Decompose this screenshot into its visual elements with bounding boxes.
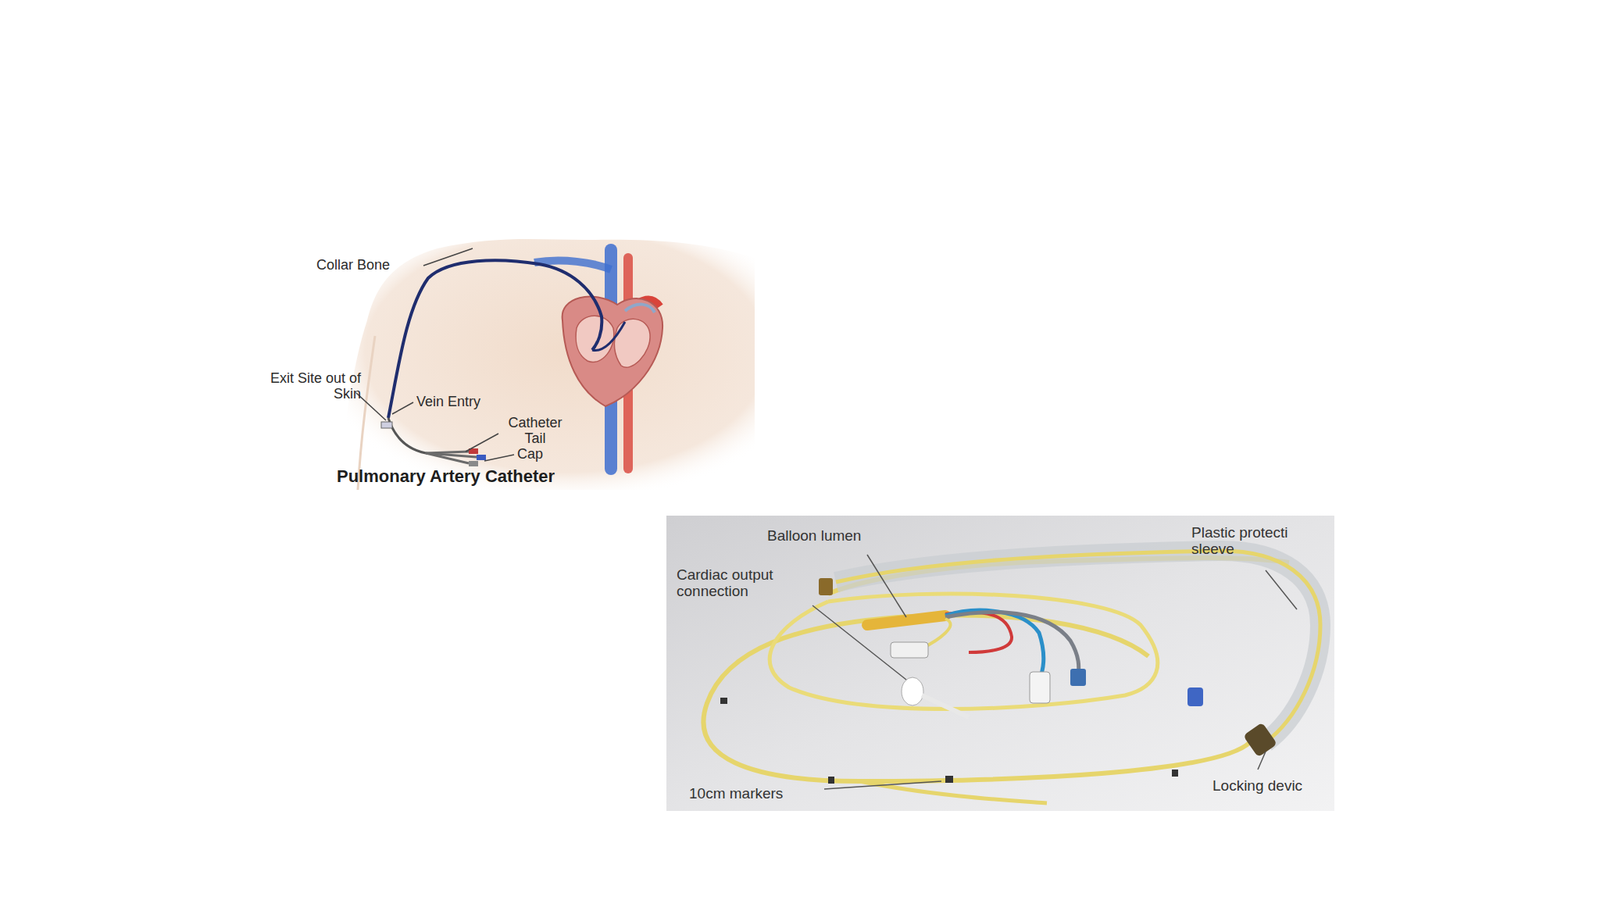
part-label: Catheter Tail: [500, 415, 571, 447]
part-label: Plastic protecti sleeve: [1191, 525, 1329, 558]
part-label: Collar Bone: [316, 257, 390, 274]
catheter-photo: [666, 515, 1335, 811]
part-label: Locking devic: [1212, 778, 1303, 795]
part-label: Balloon lumen: [767, 528, 861, 545]
part-label: Vein Entry: [416, 394, 481, 411]
part-label: Exit Site out of Skin: [259, 371, 361, 403]
figure-caption: Pulmonary Artery Catheter: [336, 466, 555, 487]
part-label: Cap: [517, 446, 543, 463]
part-label: Cardiac output connection: [676, 567, 810, 600]
torso-illustration: [335, 239, 755, 490]
part-label: 10cm markers: [689, 785, 783, 803]
